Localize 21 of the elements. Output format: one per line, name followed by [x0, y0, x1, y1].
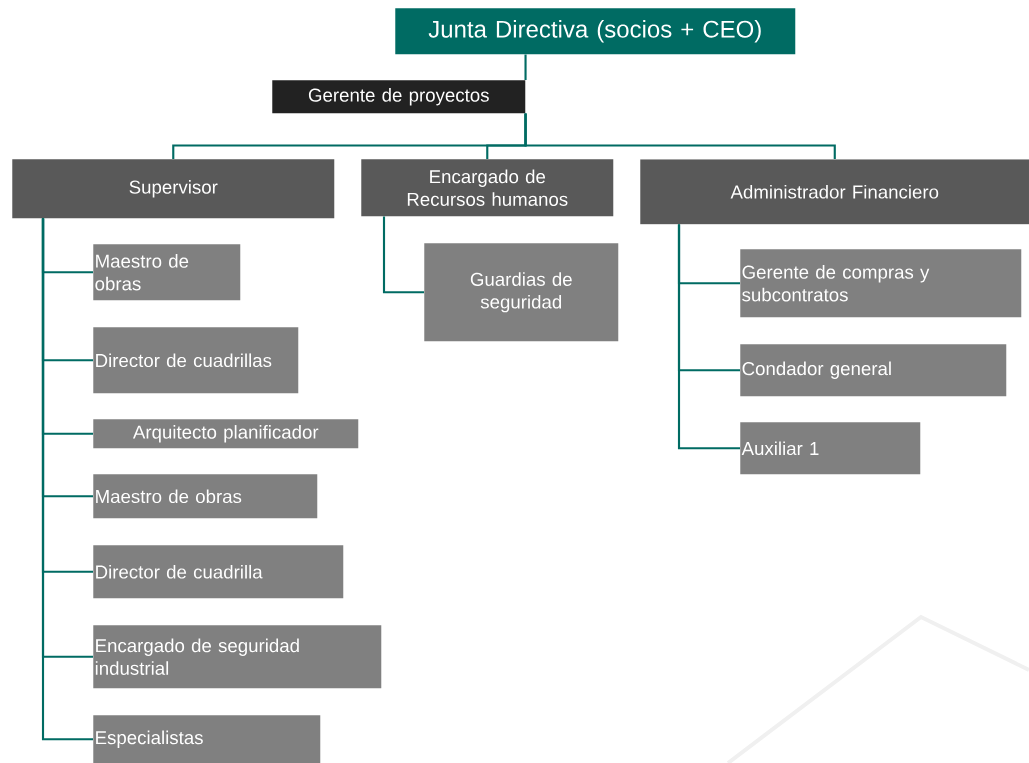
- connector-line: [524, 113, 836, 159]
- connector-line: [41, 218, 93, 741]
- connector-line: [677, 224, 740, 450]
- board-box: Junta Directiva (socios + CEO): [395, 8, 796, 55]
- department-box: Administrador Financiero: [640, 159, 1029, 225]
- manager-box: Gerente de proyectos: [272, 80, 526, 114]
- role-box: Maestro de obras: [93, 474, 318, 519]
- connector-line: [524, 54, 527, 80]
- role-box: Condador general: [740, 344, 1007, 397]
- connector-line: [382, 216, 424, 294]
- role-box: Director de cuadrillas: [93, 327, 299, 394]
- role-box: Especialistas: [93, 715, 321, 763]
- role-box: Encargado de seguridad industrial: [93, 625, 382, 689]
- role-box: Gerente de compras y subcontratos: [740, 249, 1022, 318]
- department-box: Encargado de Recursos humanos: [361, 159, 614, 217]
- role-box: Arquitecto planificador: [93, 419, 359, 449]
- role-box: Maestro de obras: [93, 244, 241, 301]
- department-box: Supervisor: [12, 159, 335, 219]
- role-box: Guardias de seguridad: [424, 243, 619, 342]
- role-box: Director de cuadrilla: [93, 545, 344, 599]
- role-box: Auxiliar 1: [740, 422, 921, 475]
